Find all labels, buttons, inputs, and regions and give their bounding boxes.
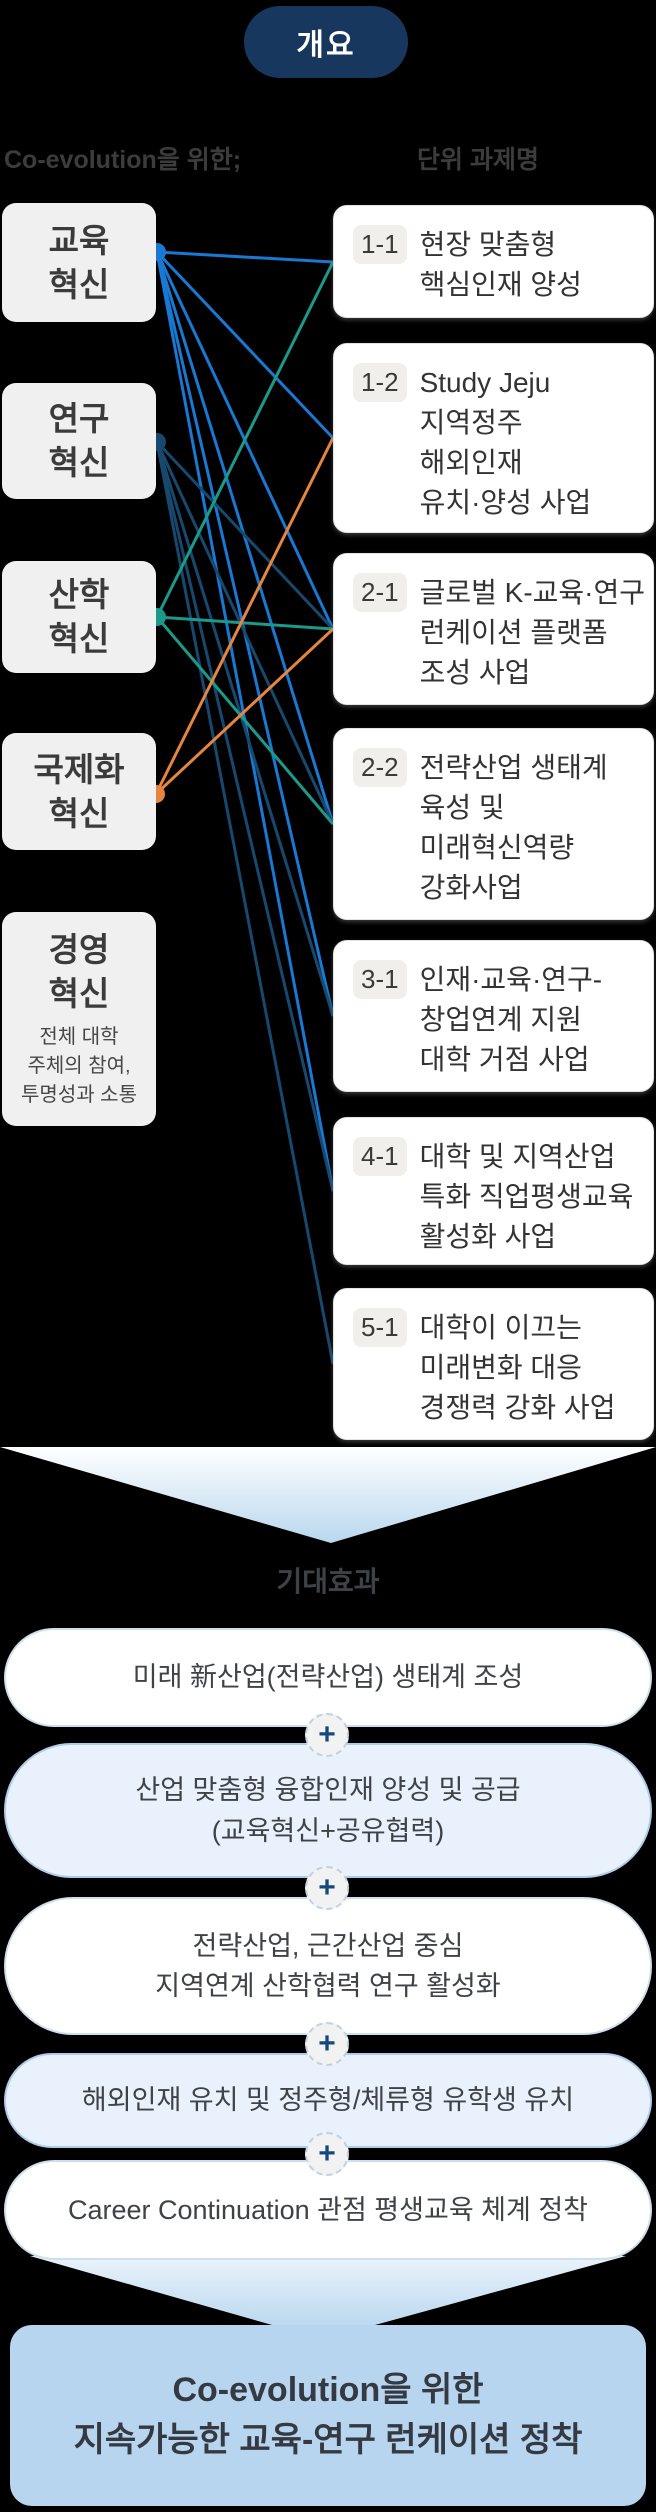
task-box-5-1: 5-1 대학이 이끄는 미래변화 대응 경쟁력 강화 사업 — [333, 1288, 654, 1440]
innovation-box-industry-academia: 산학 혁신 — [2, 561, 156, 673]
connection-line — [155, 441, 335, 825]
task-box-1-2: 1-2 Study Jeju 지역정주 해외인재 유치·양성 사업 — [333, 343, 654, 533]
overview-badge: 개요 — [244, 6, 408, 78]
connection-line — [156, 250, 334, 264]
task-title: 인재·교육·연구- 창업연계 지원 대학 거점 사업 — [419, 964, 603, 1076]
task-box-3-1: 3-1 인재·교육·연구- 창업연계 지원 대학 거점 사업 — [333, 940, 654, 1092]
task-code-badge: 1-1 — [353, 225, 407, 264]
effect-pill-2: 산업 맞춤형 융합인재 양성 및 공급 (교육혁신+공유협력) — [4, 1743, 652, 1878]
innovation-title: 혁신 — [48, 974, 110, 1012]
connection-line — [154, 627, 335, 796]
innovation-title: 국제화 — [33, 750, 125, 788]
innovation-title: 교육 — [48, 221, 110, 259]
connection-line — [155, 441, 335, 1017]
task-title: 현장 맞춤형 핵심인재 양성 — [419, 229, 582, 301]
left-column-header: Co-evolution을 위한; — [4, 146, 242, 174]
task-title: 대학이 이끄는 미래변화 대응 경쟁력 강화 사업 — [419, 1312, 616, 1424]
plus-icon: + — [305, 2132, 349, 2176]
task-box-1-1: 1-1 현장 맞춤형 핵심인재 양성 — [333, 205, 654, 318]
connection-line — [156, 615, 334, 631]
effect-pill-1: 미래 新산업(전략산업) 생태계 조성 — [4, 1628, 652, 1727]
task-title: 글로벌 K-교육·연구 런케이션 플랫폼 조성 사업 — [419, 577, 646, 689]
innovation-title: 산학 — [48, 576, 110, 614]
innovation-box-globalization: 국제화 혁신 — [2, 733, 156, 850]
task-code-badge: 3-1 — [353, 960, 407, 999]
connection-line — [155, 616, 335, 825]
conclusion-line: Co-evolution을 위한 — [172, 2371, 484, 2410]
conclusion-line: 지속가능한 교육-연구 런케이션 정착 — [73, 2420, 583, 2459]
task-box-2-1: 2-1 글로벌 K-교육·연구 런케이션 플랫폼 조성 사업 — [333, 553, 654, 705]
innovation-title: 혁신 — [48, 444, 110, 481]
connection-line — [155, 440, 335, 631]
right-column-header: 단위 과제명 — [417, 146, 539, 174]
innovation-title: 혁신 — [48, 620, 110, 657]
innovation-subtext: 전체 대학 주체의 참여, 투명성과 소통 — [21, 1026, 137, 1107]
task-title: Study Jeju 지역정주 해외인재 유치·양성 사업 — [419, 367, 592, 519]
effect-pill-4: 해외인재 유치 및 정주형/체류형 유학생 유치 — [4, 2053, 652, 2148]
connection-line — [155, 441, 335, 1365]
task-code-badge: 2-2 — [353, 748, 407, 787]
innovation-box-management: 경영 혁신 전체 대학 주체의 참여, 투명성과 소통 — [2, 912, 156, 1126]
task-box-2-2: 2-2 전략산업 생태계 육성 및 미래혁신역량 강화사업 — [333, 728, 654, 920]
connection-line — [155, 250, 335, 440]
connection-line — [155, 261, 335, 618]
connection-line — [154, 437, 335, 795]
innovation-title: 연구 — [48, 400, 110, 438]
connection-line — [155, 441, 335, 1192]
plus-icon: + — [305, 2022, 349, 2066]
task-box-4-1: 4-1 대학 및 지역산업 특화 직업평생교육 활성화 사업 — [333, 1117, 654, 1265]
task-code-badge: 1-2 — [353, 363, 407, 402]
task-code-badge: 5-1 — [353, 1308, 407, 1347]
innovation-title: 혁신 — [48, 265, 110, 303]
effect-pill-5: Career Continuation 관점 평생교육 체계 정착 — [4, 2160, 652, 2260]
plus-icon: + — [305, 1866, 349, 1910]
effect-pill-3: 전략산업, 근간산업 중심 지역연계 산학협력 연구 활성화 — [4, 1897, 652, 2035]
task-title: 대학 및 지역산업 특화 직업평생교육 활성화 사업 — [419, 1141, 634, 1253]
funnel-arrow-top — [0, 1447, 656, 1543]
funnel-arrow-bottom — [30, 2256, 626, 2325]
innovation-box-research: 연구 혁신 — [2, 383, 156, 499]
expected-effects-header: 기대효과 — [276, 1566, 380, 1597]
task-code-badge: 4-1 — [353, 1137, 407, 1176]
conclusion-box: Co-evolution을 위한 지속가능한 교육-연구 런케이션 정착 — [10, 2325, 646, 2506]
task-title: 전략산업 생태계 육성 및 미래혁신역량 강화사업 — [419, 752, 608, 904]
plus-icon: + — [305, 1713, 349, 1757]
task-code-badge: 2-1 — [353, 573, 407, 612]
innovation-box-education: 교육 혁신 — [2, 203, 156, 322]
innovation-title: 경영 — [48, 930, 110, 968]
innovation-title: 혁신 — [48, 794, 110, 832]
connection-line — [155, 251, 335, 825]
